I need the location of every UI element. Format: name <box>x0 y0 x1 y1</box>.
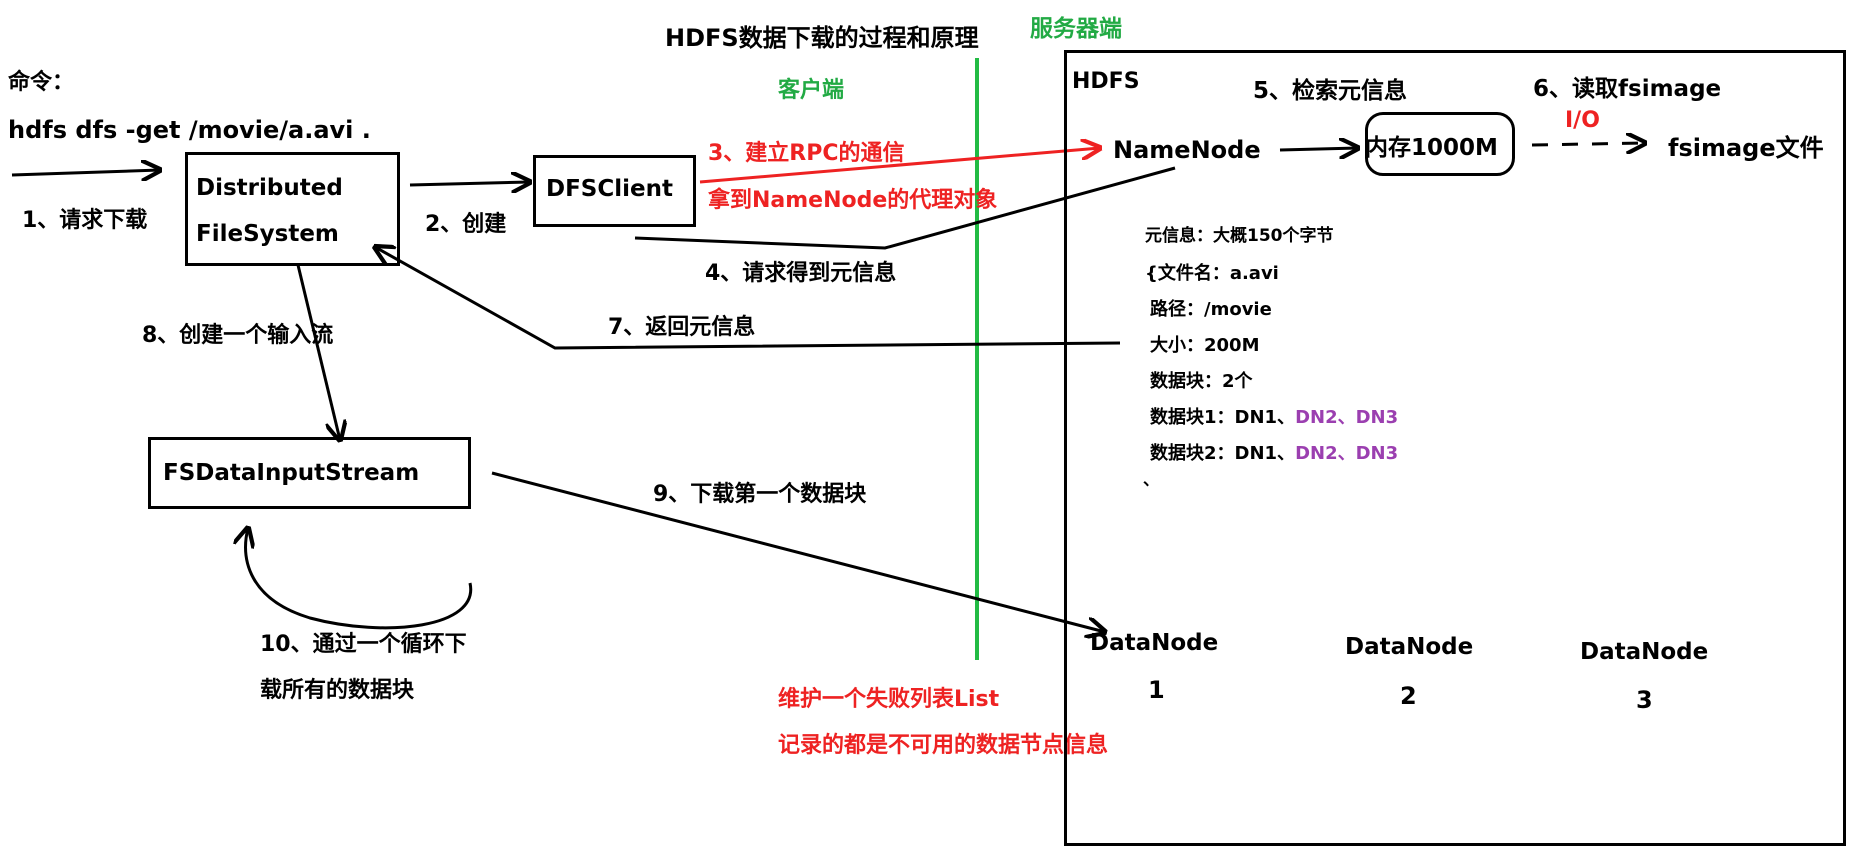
metadata-block1-label: 数据块1：DN1、 <box>1150 407 1296 428</box>
client-zone-label: 客户端 <box>778 78 845 103</box>
arrow-rpc <box>699 148 1100 184</box>
fsdatainputstream-label: FSDataInputStream <box>163 460 420 486</box>
metadata-block2-label: 数据块2：DN1、 <box>1150 443 1296 464</box>
step-4-label: 4、请求得到元信息 <box>705 261 897 286</box>
diagram-title: HDFS数据下载的过程和原理 <box>665 24 979 52</box>
step-1-label: 1、请求下载 <box>22 208 148 233</box>
arrow-read-fsimage <box>1531 143 1645 145</box>
hdfs-server-panel <box>1064 50 1846 846</box>
metadata-block2-replicas: DN2、DN3 <box>1295 443 1399 464</box>
metadata-path: 路径：/movie <box>1150 299 1272 320</box>
metadata-block1-replicas: DN2、DN3 <box>1295 407 1399 428</box>
dfsclient-label: DFSClient <box>546 176 673 202</box>
datanode-3-number: 3 <box>1636 686 1653 714</box>
arrow-create-client <box>409 182 530 185</box>
arrow-return-metadata <box>375 247 1121 350</box>
fsimage-file-label: fsimage文件 <box>1668 134 1824 162</box>
metadata-size-note: 元信息：大概150个字节 <box>1145 226 1334 246</box>
metadata-tail: 、 <box>1143 470 1160 489</box>
hdfs-label: HDFS <box>1072 69 1140 94</box>
step-7-label: 7、返回元信息 <box>608 315 756 340</box>
arrow-download-block <box>491 471 1105 632</box>
metadata-filename: {文件名：a.avi <box>1145 263 1279 284</box>
step-5-label: 5、检索元信息 <box>1253 78 1408 104</box>
command-text: hdfs dfs -get /movie/a.avi . <box>8 116 371 144</box>
arrow-create-stream <box>296 264 340 440</box>
step-10-label-line1: 10、通过一个循环下 <box>260 632 467 657</box>
arrow-request-metadata <box>634 166 1176 250</box>
step-3-detail: 拿到NameNode的代理对象 <box>708 188 998 213</box>
datanode-2-label: DataNode <box>1345 634 1474 660</box>
step-10-label-line2: 载所有的数据块 <box>260 678 415 703</box>
step-8-label: 8、创建一个输入流 <box>142 323 334 348</box>
metadata-block2: 数据块2：DN1、DN2、DN3 <box>1150 445 1398 463</box>
metadata-blocks: 数据块：2个 <box>1150 371 1253 392</box>
distributed-filesystem-line2: FileSystem <box>196 221 339 247</box>
distributed-filesystem-line1: Distributed <box>196 175 343 201</box>
failure-list-note-line2: 记录的都是不可用的数据节点信息 <box>778 733 1109 758</box>
dfsclient-node: DFSClient <box>533 155 696 227</box>
arrow-request-download <box>11 170 160 175</box>
server-zone-label: 服务器端 <box>1030 16 1122 42</box>
arrow-loop <box>246 528 473 630</box>
step-2-label: 2、创建 <box>425 212 507 237</box>
metadata-block1: 数据块1：DN1、DN2、DN3 <box>1150 409 1398 427</box>
datanode-3-label: DataNode <box>1580 639 1709 665</box>
metadata-filesize: 大小：200M <box>1150 335 1260 356</box>
distributed-filesystem-node: Distributed FileSystem <box>185 152 400 266</box>
namenode-label: NameNode <box>1113 136 1261 164</box>
failure-list-note-line1: 维护一个失败列表List <box>778 687 1000 712</box>
io-label: I/O <box>1565 108 1600 133</box>
step-3-label: 3、建立RPC的通信 <box>708 141 905 166</box>
datanode-1-number: 1 <box>1148 676 1165 704</box>
fsdatainputstream-node: FSDataInputStream <box>148 437 471 509</box>
command-label: 命令： <box>8 70 75 95</box>
datanode-1-label: DataNode <box>1090 630 1219 656</box>
memory-node: 内存1000M <box>1365 112 1515 176</box>
step-9-label: 9、下载第一个数据块 <box>653 482 867 507</box>
memory-label: 内存1000M <box>1365 135 1498 161</box>
step-6-label: 6、读取fsimage <box>1533 76 1722 102</box>
datanode-2-number: 2 <box>1400 682 1417 710</box>
arrow-retrieve-metadata <box>1279 148 1358 150</box>
